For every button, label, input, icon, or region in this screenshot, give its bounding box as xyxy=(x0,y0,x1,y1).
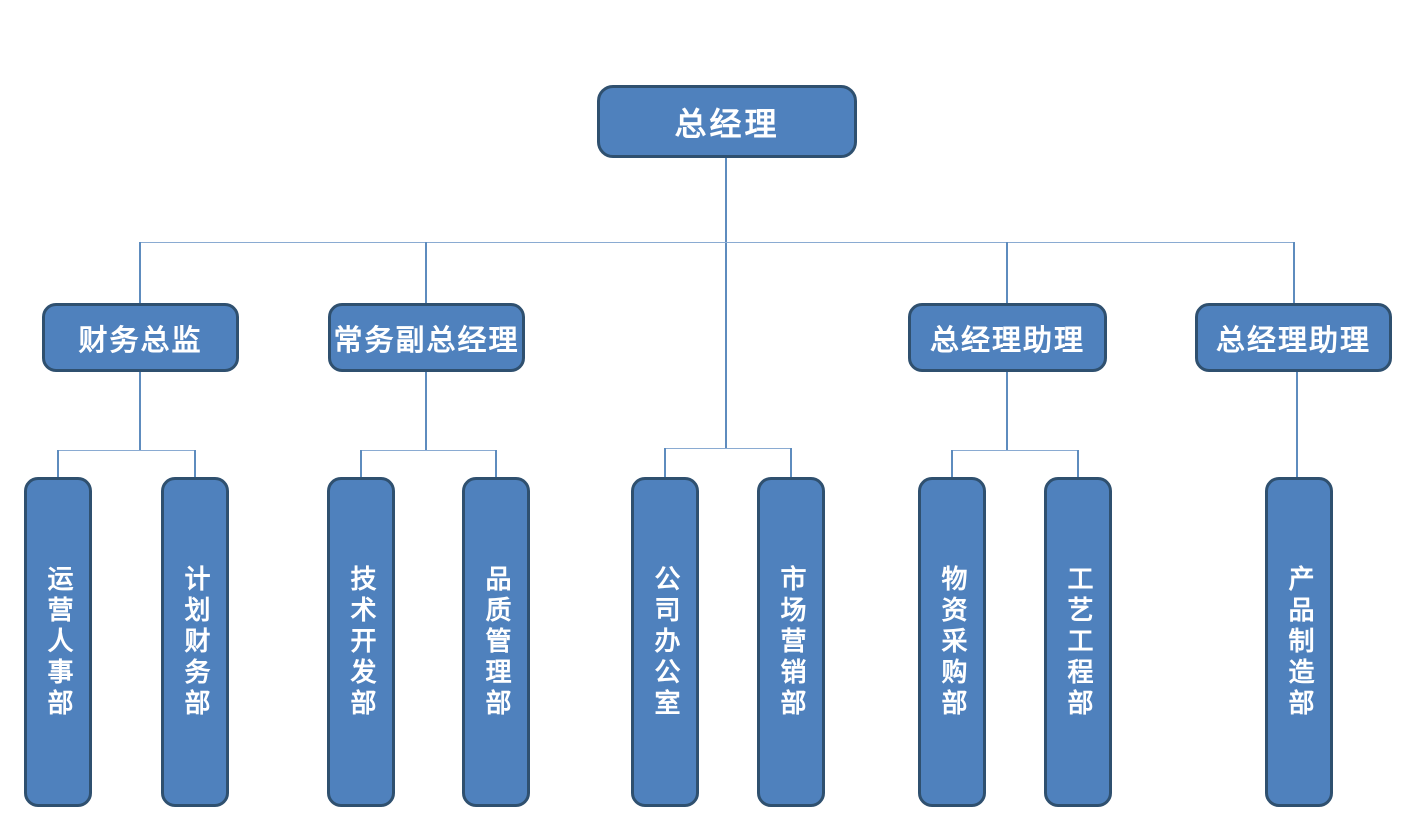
connector-drop-finance-director xyxy=(139,242,141,303)
connector-deputy-rail xyxy=(361,450,496,451)
node-label: 计划财务部 xyxy=(181,564,210,720)
node-label: 产品制造部 xyxy=(1285,564,1314,720)
org-node-finance-director: 财务总监 xyxy=(42,303,239,372)
node-label: 品质管理部 xyxy=(482,564,511,720)
org-node-tech-development-dept: 技术开发部 xyxy=(327,477,395,807)
node-label: 工艺工程部 xyxy=(1064,564,1093,720)
connector-middle-rail xyxy=(665,448,791,449)
org-node-operations-hr-dept: 运营人事部 xyxy=(24,477,92,807)
org-node-deputy-general-manager: 常务副总经理 xyxy=(328,303,525,372)
connector-drop-deputy-gm xyxy=(425,242,427,303)
org-node-general-manager: 总经理 xyxy=(597,85,857,158)
org-node-process-engineering-dept: 工艺工程部 xyxy=(1044,477,1112,807)
org-node-materials-procurement-dept: 物资采购部 xyxy=(918,477,986,807)
node-label: 运营人事部 xyxy=(44,564,73,720)
connector-stub-marketing xyxy=(790,448,792,477)
org-node-company-office: 公司办公室 xyxy=(631,477,699,807)
node-label: 公司办公室 xyxy=(651,564,680,720)
connector-finance-rail xyxy=(58,450,195,451)
org-node-planning-finance-dept: 计划财务部 xyxy=(161,477,229,807)
node-label: 总经理助理 xyxy=(929,324,1085,357)
connector-main-rail xyxy=(140,242,1294,243)
connector-stub-process-eng xyxy=(1077,450,1079,477)
connector-finance-trunk xyxy=(139,372,141,450)
org-node-product-manufacturing-dept: 产品制造部 xyxy=(1265,477,1333,807)
node-label: 总经理 xyxy=(674,105,780,142)
connector-stub-procurement xyxy=(951,450,953,477)
node-label: 财务总监 xyxy=(78,324,203,357)
org-node-quality-management-dept: 品质管理部 xyxy=(462,477,530,807)
node-label: 技术开发部 xyxy=(347,564,376,720)
connector-assistant1-rail xyxy=(952,450,1078,451)
connector-drop-gm-assistant-1 xyxy=(1006,242,1008,303)
connector-assistant1-trunk xyxy=(1006,372,1008,450)
org-node-gm-assistant-2: 总经理助理 xyxy=(1195,303,1392,372)
connector-stub-tech-dev xyxy=(360,450,362,477)
node-label: 总经理助理 xyxy=(1215,324,1371,357)
connector-drop-gm-assistant-2 xyxy=(1293,242,1295,303)
connector-stub-ops-hr xyxy=(57,450,59,477)
connector-root-trunk xyxy=(725,158,727,448)
connector-assistant2-trunk xyxy=(1296,372,1298,477)
node-label: 市场营销部 xyxy=(777,564,806,720)
connector-deputy-trunk xyxy=(425,372,427,450)
node-label: 物资采购部 xyxy=(938,564,967,720)
connector-stub-quality xyxy=(495,450,497,477)
node-label: 常务副总经理 xyxy=(333,324,520,357)
connector-stub-planning-finance xyxy=(194,450,196,477)
org-node-marketing-dept: 市场营销部 xyxy=(757,477,825,807)
connector-stub-company-office xyxy=(664,448,666,477)
org-node-gm-assistant-1: 总经理助理 xyxy=(908,303,1107,372)
